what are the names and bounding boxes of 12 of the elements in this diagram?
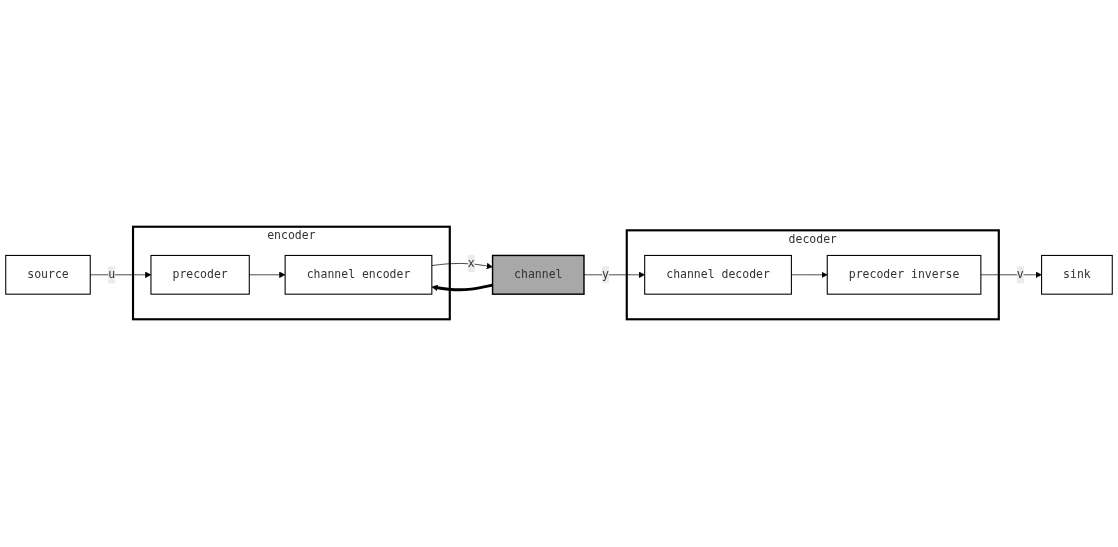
node-box: sink bbox=[1041, 255, 1113, 296]
node-box: channel encoder bbox=[284, 255, 433, 296]
node-box: channel decoder bbox=[644, 255, 792, 296]
edge-label: x bbox=[467, 256, 475, 271]
node-box: precoder bbox=[150, 255, 250, 296]
edge-label: u bbox=[108, 268, 116, 282]
node-box: channel bbox=[491, 255, 585, 296]
arrow bbox=[431, 284, 493, 292]
node-box: source bbox=[5, 255, 91, 296]
edge-label: y bbox=[601, 268, 609, 282]
node-box: precoder inverse bbox=[826, 255, 982, 296]
edge-label: v bbox=[1016, 268, 1024, 282]
